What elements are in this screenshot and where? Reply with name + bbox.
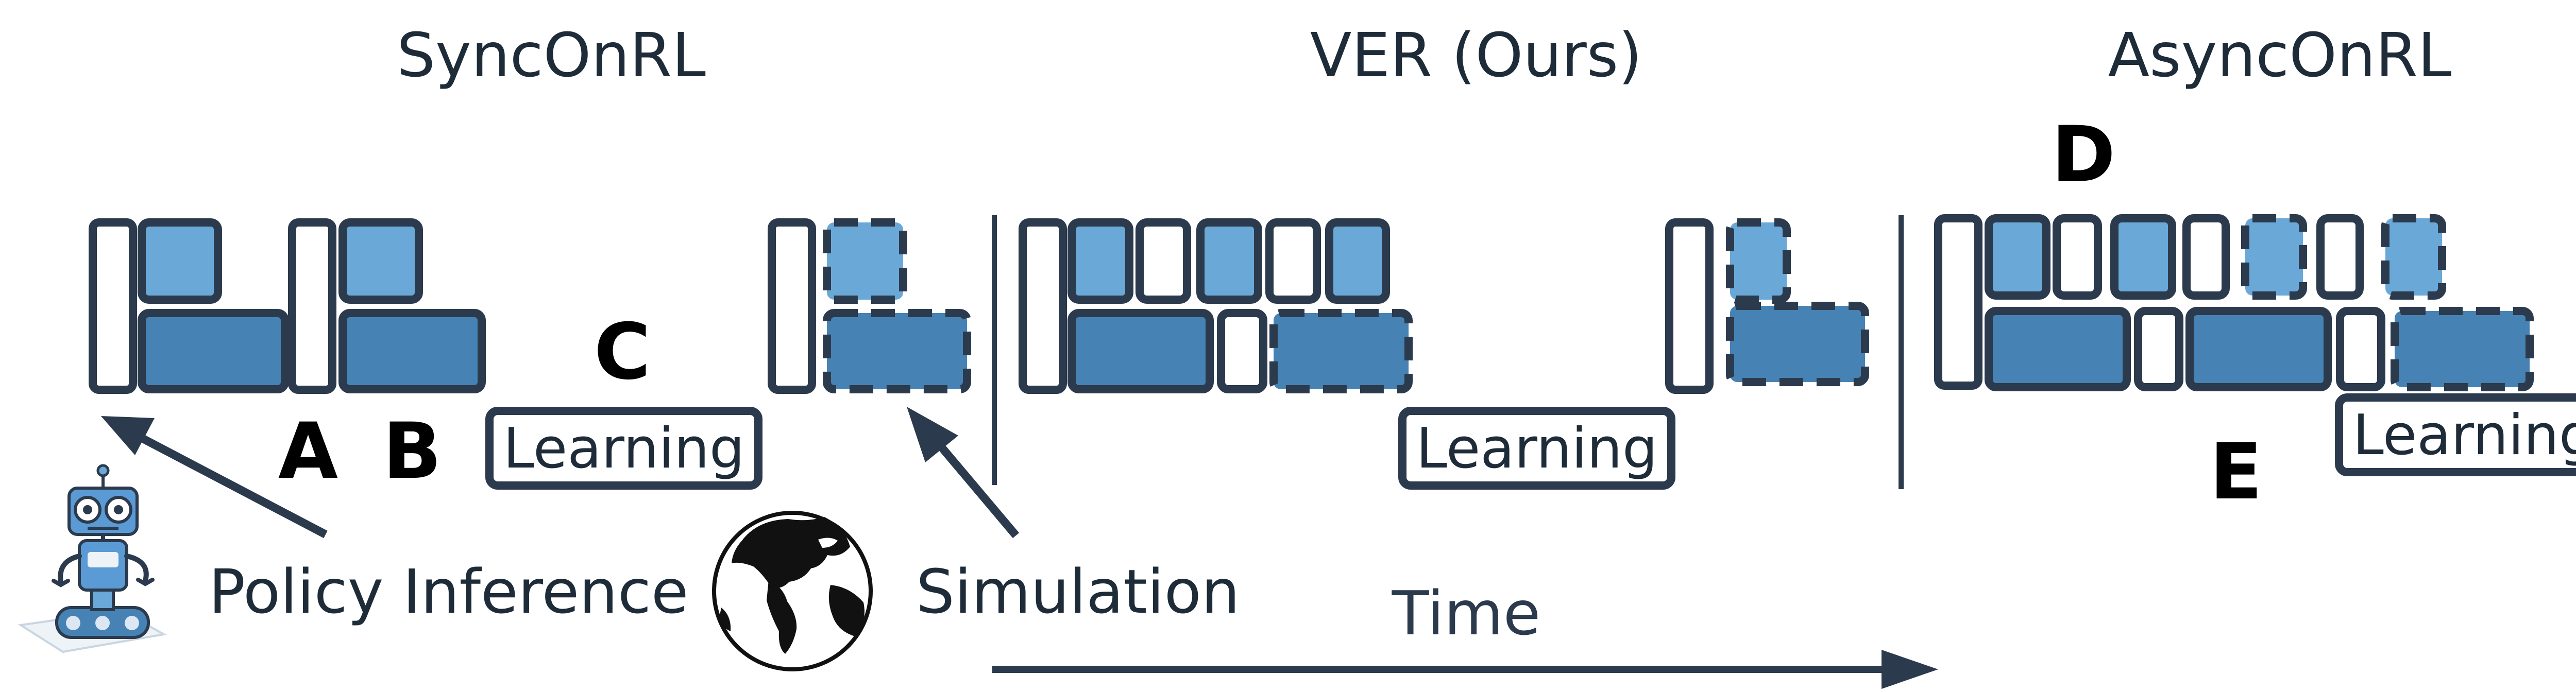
idle-block bbox=[1019, 218, 1067, 394]
time-arrow bbox=[992, 650, 1938, 689]
idle-block bbox=[2134, 307, 2183, 391]
inference-block bbox=[2381, 214, 2446, 300]
simulation-block bbox=[338, 309, 486, 393]
simulation-block bbox=[138, 309, 289, 393]
idle-block bbox=[1136, 218, 1191, 304]
inference-block bbox=[2241, 214, 2307, 300]
inference-block bbox=[2110, 214, 2176, 300]
simulation-block bbox=[2391, 307, 2534, 391]
idle-block bbox=[1665, 218, 1714, 394]
idle-block bbox=[2316, 214, 2364, 300]
idle-block bbox=[1265, 218, 1321, 304]
inference-block bbox=[823, 218, 907, 304]
async-title: AsyncOnRL bbox=[2108, 20, 2451, 91]
learning-label-async: Learning bbox=[2353, 403, 2576, 468]
learning-label-sync: Learning bbox=[503, 417, 745, 481]
learning-box-ver bbox=[1398, 407, 1675, 490]
idle-block bbox=[2336, 307, 2385, 391]
simulation-block bbox=[1269, 309, 1413, 393]
simulation-block bbox=[823, 309, 971, 393]
inference-block bbox=[1325, 218, 1390, 304]
idle-block bbox=[89, 218, 137, 394]
inference-block bbox=[1196, 218, 1262, 304]
async-panel bbox=[1934, 214, 2576, 476]
robot-icon bbox=[18, 464, 167, 653]
simulation-block bbox=[1726, 302, 1869, 386]
simulation-block bbox=[1985, 307, 2131, 391]
simulation-block bbox=[1067, 309, 1214, 393]
idle-block bbox=[2053, 214, 2102, 300]
ver-title: VER (Ours) bbox=[1310, 20, 1642, 91]
arrow-policy-inference bbox=[101, 416, 328, 539]
inference-block bbox=[1067, 218, 1133, 304]
arrow-simulation bbox=[907, 407, 1020, 539]
learning-box-async bbox=[2335, 393, 2576, 476]
marker-d: D bbox=[2052, 110, 2116, 200]
idle-block bbox=[288, 218, 336, 394]
inference-block bbox=[1985, 214, 2050, 300]
sync-title: SyncOnRL bbox=[397, 20, 706, 91]
idle-block bbox=[768, 218, 816, 394]
learning-label-ver: Learning bbox=[1416, 417, 1658, 481]
sync-panel bbox=[89, 218, 971, 490]
marker-c: C bbox=[594, 307, 651, 397]
time-label: Time bbox=[1392, 578, 1541, 649]
inference-block bbox=[138, 218, 222, 304]
globe-icon bbox=[712, 511, 873, 671]
simulation-block bbox=[2185, 307, 2332, 391]
idle-block bbox=[1934, 214, 1982, 390]
marker-a: A bbox=[278, 407, 338, 496]
marker-e: E bbox=[2210, 427, 2262, 517]
ver-panel bbox=[1019, 218, 1869, 490]
idle-block bbox=[1217, 309, 1267, 393]
legend-simulation: Simulation bbox=[916, 556, 1240, 627]
marker-b: B bbox=[383, 407, 442, 496]
inference-block bbox=[1726, 218, 1791, 304]
legend-policy-inference: Policy Inference bbox=[209, 556, 688, 627]
learning-box-sync bbox=[485, 407, 762, 490]
idle-block bbox=[2182, 214, 2230, 300]
inference-block bbox=[338, 218, 423, 304]
